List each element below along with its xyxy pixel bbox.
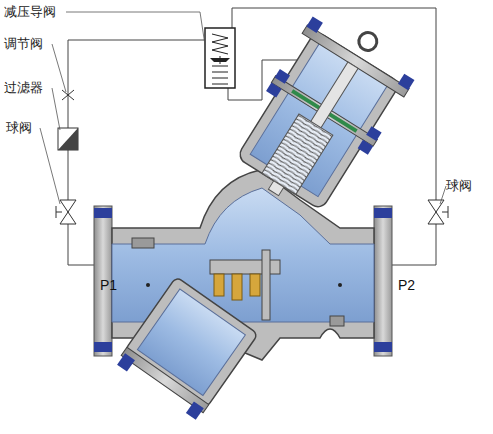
ball-valve-label: 球阀	[6, 120, 32, 136]
pilot-valve-label: 减压导阀	[4, 4, 56, 20]
pressure-label: P2	[398, 277, 415, 293]
filter-label: 过滤器	[4, 80, 43, 96]
regulating-valve-label: 调节阀	[4, 36, 43, 52]
pressure-label: P1	[100, 277, 117, 293]
valve-bonnet	[223, 2, 424, 224]
valve-body	[94, 170, 392, 421]
ball-valve-label: 球阀	[446, 178, 472, 194]
regulating-valve-symbol	[62, 90, 74, 100]
filter-symbol	[58, 128, 78, 150]
pilot-valve	[205, 28, 235, 88]
